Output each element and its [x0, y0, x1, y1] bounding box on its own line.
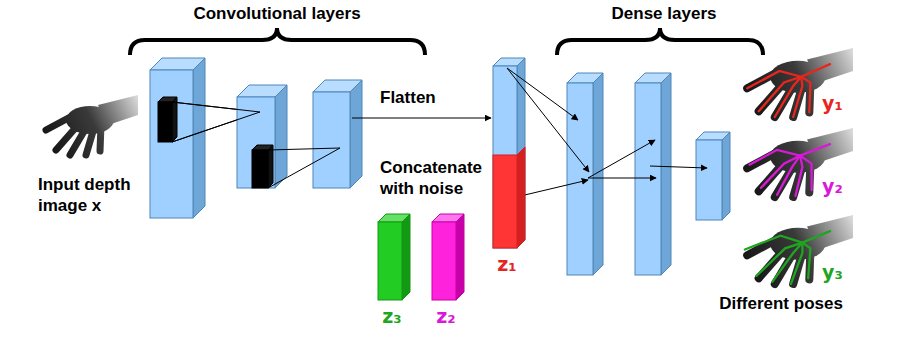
flow-arrow [507, 68, 578, 120]
vector-side [517, 147, 525, 248]
flow-arrow [352, 118, 491, 119]
layer-block [237, 85, 287, 188]
receptive-line [268, 148, 340, 188]
layer-side [722, 132, 730, 220]
layer-front [635, 83, 661, 275]
step-label: Concatenate with noise [380, 157, 498, 200]
vector-shape [378, 214, 410, 300]
kernel-block [158, 97, 177, 142]
kernel-block [252, 145, 273, 188]
group-title: Convolutional layers [193, 3, 360, 24]
output-label: y₃ [822, 262, 843, 283]
vector-front [378, 222, 402, 300]
pose-skeleton [750, 144, 831, 196]
layer-block [635, 73, 671, 275]
vector-label: z₁ [497, 254, 516, 275]
group-title: Dense layers [612, 3, 717, 24]
vector-shape [432, 214, 464, 300]
vector-label: z₃ [382, 306, 401, 327]
vector-front [432, 222, 456, 300]
flow-arrow [650, 166, 707, 168]
noise-vector: z₁ [493, 147, 525, 248]
kernel-side [172, 97, 177, 142]
layer-block [313, 80, 362, 188]
output-caption: Different poses [719, 293, 843, 314]
vector-side [402, 214, 410, 300]
output-pose-image [747, 215, 853, 284]
receptive-line [268, 148, 340, 150]
vector-front [493, 155, 517, 248]
layer-front [313, 92, 350, 188]
pose-skeleton [747, 64, 830, 117]
output-label: y₂ [822, 176, 843, 197]
kernel-side [268, 145, 273, 188]
flow-arrow [588, 178, 656, 179]
layer-front [567, 83, 593, 275]
vector-label: z₂ [436, 306, 455, 327]
group-brace [557, 28, 763, 55]
input-depth-image [46, 95, 138, 155]
layer-block [150, 58, 205, 218]
noise-vector: z₃ [378, 214, 410, 300]
layer-front [493, 66, 517, 248]
layer-block [493, 58, 525, 248]
layer-front [696, 140, 722, 220]
output-pose-image [747, 48, 853, 117]
layer-block [696, 132, 730, 220]
pose-skeleton [745, 231, 830, 284]
layer-side [193, 58, 205, 218]
noise-vector: z₂ [432, 214, 464, 300]
vector-side [456, 214, 464, 300]
layer-side [350, 80, 362, 188]
layer-front [237, 97, 275, 188]
vector-shape [493, 147, 525, 248]
layer-side [275, 85, 287, 188]
layer-block [567, 73, 603, 275]
output-pose-image [747, 128, 853, 197]
kernel-front [252, 150, 268, 188]
kernel-front [158, 102, 172, 142]
layer-front [150, 70, 193, 218]
receptive-line [172, 102, 260, 112]
step-label: Flatten [380, 87, 436, 108]
flow-arrow [588, 140, 655, 178]
layer-side [661, 73, 671, 275]
dense-arrows [507, 68, 707, 198]
input-label: Input depth image x [38, 174, 150, 217]
group-brace [130, 28, 425, 55]
output-label: y₁ [822, 93, 843, 114]
receptive-line [172, 112, 260, 142]
